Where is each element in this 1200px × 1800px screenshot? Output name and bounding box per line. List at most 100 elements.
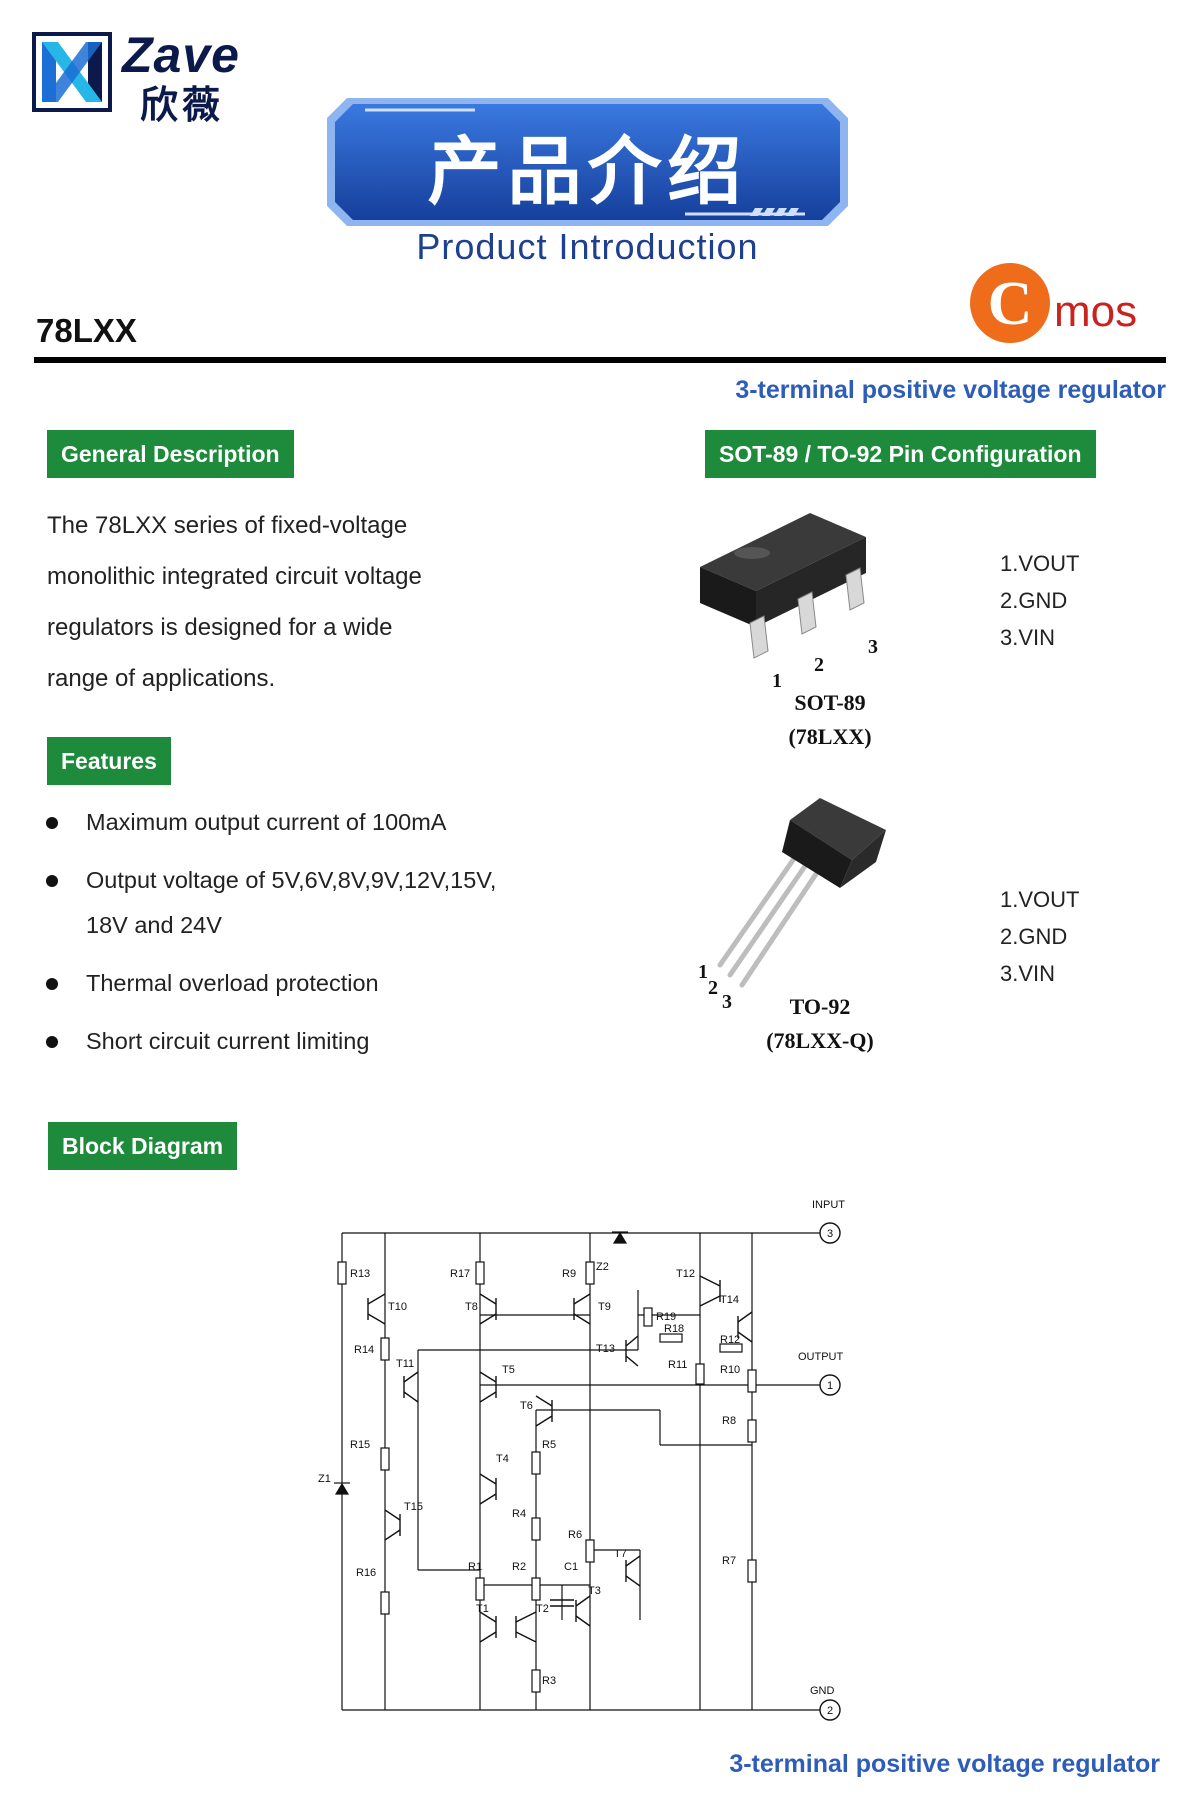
product-subtitle: 3-terminal positive voltage regulator xyxy=(735,376,1166,404)
description-line: range of applications. xyxy=(47,665,276,692)
cmos-logo-text: mos xyxy=(1054,287,1137,336)
gnd-terminal xyxy=(819,1699,841,1721)
component-label: T11 xyxy=(396,1358,414,1370)
input-terminal xyxy=(819,1222,841,1244)
component-label: R1 xyxy=(468,1561,482,1573)
component-label: T5 xyxy=(502,1364,515,1376)
feature-item: Output voltage of 5V,6V,8V,9V,12V,15V, xyxy=(44,858,564,903)
gnd-pin-number: 2 xyxy=(827,1705,833,1717)
part-number: 78LXX xyxy=(36,312,137,349)
pin-label: 1.VOUT xyxy=(1000,887,1080,912)
block-diagram-schematic: 3 1 2 INPUT OUTPUT GND R13 R17 R9 Z2 T12… xyxy=(318,1199,845,1721)
output-pin-number: 1 xyxy=(827,1380,833,1392)
sot89-caption: SOT-89 (78LXX) xyxy=(788,690,872,749)
component-label: R11 xyxy=(668,1359,687,1371)
sot89-lead-2: 2 xyxy=(814,654,824,676)
to92-package-image: 1 2 3 xyxy=(698,798,886,1013)
resistors xyxy=(337,1261,757,1693)
component-label: R15 xyxy=(350,1439,370,1451)
component-label: T12 xyxy=(676,1268,695,1280)
component-label: T4 xyxy=(496,1453,509,1465)
pin-label: 3.VIN xyxy=(1000,625,1056,650)
features-label: Features xyxy=(47,737,171,785)
product-intro-banner: 产品介绍 xyxy=(325,96,850,228)
bullet-icon xyxy=(46,875,58,887)
brand-name-en: Zave xyxy=(122,27,240,83)
component-label: T2 xyxy=(536,1603,549,1615)
transistors xyxy=(367,1275,753,1643)
component-label: R6 xyxy=(568,1529,582,1541)
description-line: The 78LXX series of fixed-voltage xyxy=(47,512,408,539)
features-list: Maximum output current of 100mA Output v… xyxy=(44,800,564,1077)
sot89-lead-3: 3 xyxy=(868,636,878,658)
general-description-label: General Description xyxy=(47,430,294,478)
component-label: R14 xyxy=(354,1344,374,1356)
component-label: R12 xyxy=(720,1334,740,1346)
component-labels: R13 R17 R9 Z2 T12 T10 T8 T9 R19 T14 R18 … xyxy=(318,1261,740,1687)
sot89-pin-list: 1.VOUT 2.GND 3.VIN xyxy=(1000,545,1079,656)
component-label: T15 xyxy=(404,1501,423,1513)
component-label: R17 xyxy=(450,1268,470,1280)
pin-label: 2.GND xyxy=(1000,924,1068,949)
component-label: R8 xyxy=(722,1415,736,1427)
component-label: T3 xyxy=(588,1585,601,1597)
component-label: T1 xyxy=(476,1603,489,1615)
component-label: R18 xyxy=(664,1323,684,1335)
feature-item: Short circuit current limiting xyxy=(44,1019,564,1064)
component-label: T8 xyxy=(465,1301,478,1313)
gnd-label: GND xyxy=(810,1685,835,1697)
component-label: R4 xyxy=(512,1508,526,1520)
component-label: R19 xyxy=(656,1311,676,1323)
pin-label: 3.VIN xyxy=(1000,961,1056,986)
component-label: T13 xyxy=(596,1343,615,1355)
terminal-pins xyxy=(819,1222,841,1721)
banner-frame xyxy=(327,98,848,226)
output-label: OUTPUT xyxy=(798,1351,844,1363)
feature-item-continuation: 18V and 24V xyxy=(86,912,222,938)
cmos-logo-icon: C mos xyxy=(970,263,1137,343)
sot89-lead-1: 1 xyxy=(772,670,782,692)
bullet-icon xyxy=(46,978,58,990)
to92-lead-3: 3 xyxy=(722,991,732,1013)
pin-label: 1.VOUT xyxy=(1000,551,1080,576)
component-label: Z1 xyxy=(318,1473,331,1485)
component-label: R13 xyxy=(350,1268,370,1280)
to92-lead-2: 2 xyxy=(708,977,718,999)
pin-config-label: SOT-89 / TO-92 Pin Configuration xyxy=(705,430,1096,478)
bullet-icon xyxy=(46,1036,58,1048)
feature-item: Thermal overload protection xyxy=(44,961,564,1006)
component-label: T9 xyxy=(598,1301,611,1313)
output-terminal xyxy=(819,1374,841,1396)
component-label: R5 xyxy=(542,1439,556,1451)
general-description-text: The 78LXX series of fixed-voltage monoli… xyxy=(47,500,507,704)
component-label: Z2 xyxy=(596,1261,609,1273)
pin-label: 2.GND xyxy=(1000,588,1068,613)
zener-diode-icons xyxy=(334,1231,628,1495)
banner-title-cn: 产品介绍 xyxy=(427,129,748,215)
feature-item: Maximum output current of 100mA xyxy=(44,800,564,845)
component-label: R3 xyxy=(542,1675,556,1687)
component-label: R7 xyxy=(722,1555,736,1567)
component-label: R9 xyxy=(562,1268,576,1280)
block-diagram-label: Block Diagram xyxy=(48,1122,238,1170)
input-pin-number: 3 xyxy=(827,1228,833,1240)
cmos-logo-letter: C xyxy=(988,270,1033,338)
banner-title-en: Product Introduction xyxy=(416,226,759,267)
component-label: C1 xyxy=(564,1561,578,1573)
component-label: T7 xyxy=(614,1548,627,1560)
to92-pin-list: 1.VOUT 2.GND 3.VIN xyxy=(1000,881,1079,992)
header-rule xyxy=(34,357,1166,363)
sot89-package-image: 1 2 3 xyxy=(700,513,878,692)
component-label: T10 xyxy=(388,1301,407,1313)
footer-subtitle: 3-terminal positive voltage regulator xyxy=(729,1750,1160,1778)
capacitor-icon xyxy=(550,1599,574,1607)
schematic-wires xyxy=(341,1232,820,1711)
bullet-icon xyxy=(46,817,58,829)
component-label: T14 xyxy=(720,1294,739,1306)
brand-logo: Zave 欣薇 xyxy=(32,27,272,127)
input-label: INPUT xyxy=(812,1199,845,1211)
component-label: T6 xyxy=(520,1400,533,1412)
brand-name-cn: 欣薇 xyxy=(140,85,225,127)
to92-lead-1: 1 xyxy=(698,961,708,983)
component-label: R2 xyxy=(512,1561,526,1573)
